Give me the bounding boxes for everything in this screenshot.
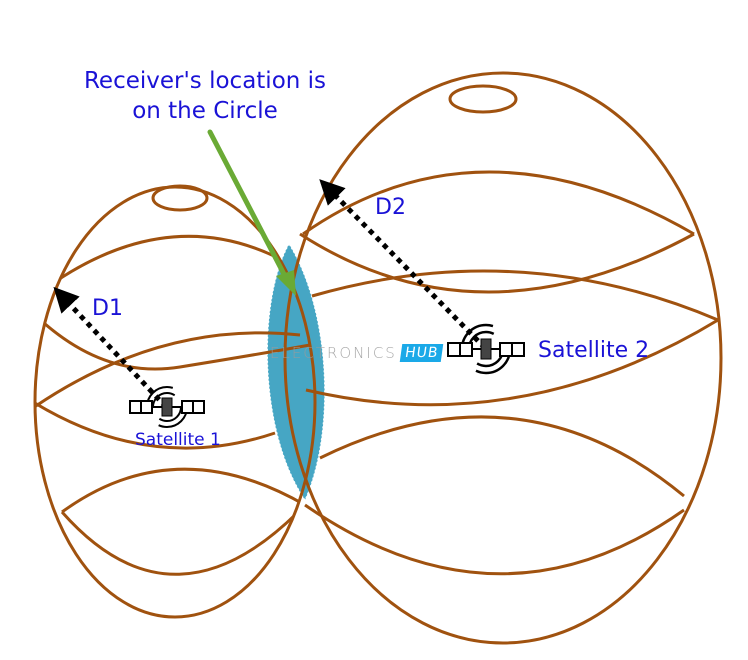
right-sphere-latitude-4 bbox=[305, 318, 719, 407]
receiver-location-caption-line-2: on the Circle bbox=[132, 98, 278, 124]
left-sphere-latitude-6 bbox=[60, 503, 307, 576]
left-sphere-latitude-4 bbox=[35, 398, 276, 450]
right-sphere bbox=[283, 71, 723, 645]
left-sphere-latitude-1 bbox=[35, 234, 301, 302]
right-sphere-latitude-6 bbox=[304, 503, 685, 576]
satellite-1-label: Satellite 1 bbox=[135, 430, 221, 450]
satellite-1-icon bbox=[129, 386, 205, 428]
receiver-pointer-arrow bbox=[207, 129, 296, 296]
right-sphere-latitude-2 bbox=[299, 232, 695, 294]
left-sphere bbox=[33, 184, 317, 619]
intersection-region bbox=[266, 243, 326, 502]
d2-distance-arrow bbox=[319, 179, 487, 350]
d1-label: D1 bbox=[92, 296, 123, 321]
left-sphere-pole-ring bbox=[151, 184, 209, 212]
left-sphere-latitude-3 bbox=[35, 331, 301, 412]
d2-label: D2 bbox=[375, 195, 406, 220]
right-sphere-latitude-5 bbox=[319, 415, 685, 498]
watermark-text: ELECTRONICS bbox=[270, 344, 397, 362]
right-sphere-pole-ring bbox=[448, 84, 518, 114]
right-sphere-outline bbox=[283, 71, 723, 645]
satellite-2-label: Satellite 2 bbox=[538, 338, 650, 363]
right-sphere-latitude-1 bbox=[302, 170, 695, 236]
right-sphere-latitude-3 bbox=[311, 269, 719, 322]
receiver-location-caption-line-1: Receiver's location is bbox=[83, 68, 327, 94]
electronics-hub-watermark: ELECTRONICS HUB bbox=[270, 342, 444, 364]
watermark-badge: HUB bbox=[399, 344, 444, 362]
left-sphere-latitude-5 bbox=[61, 467, 306, 514]
left-sphere-latitude-2 bbox=[35, 308, 311, 371]
satellite-2-icon bbox=[447, 323, 525, 375]
